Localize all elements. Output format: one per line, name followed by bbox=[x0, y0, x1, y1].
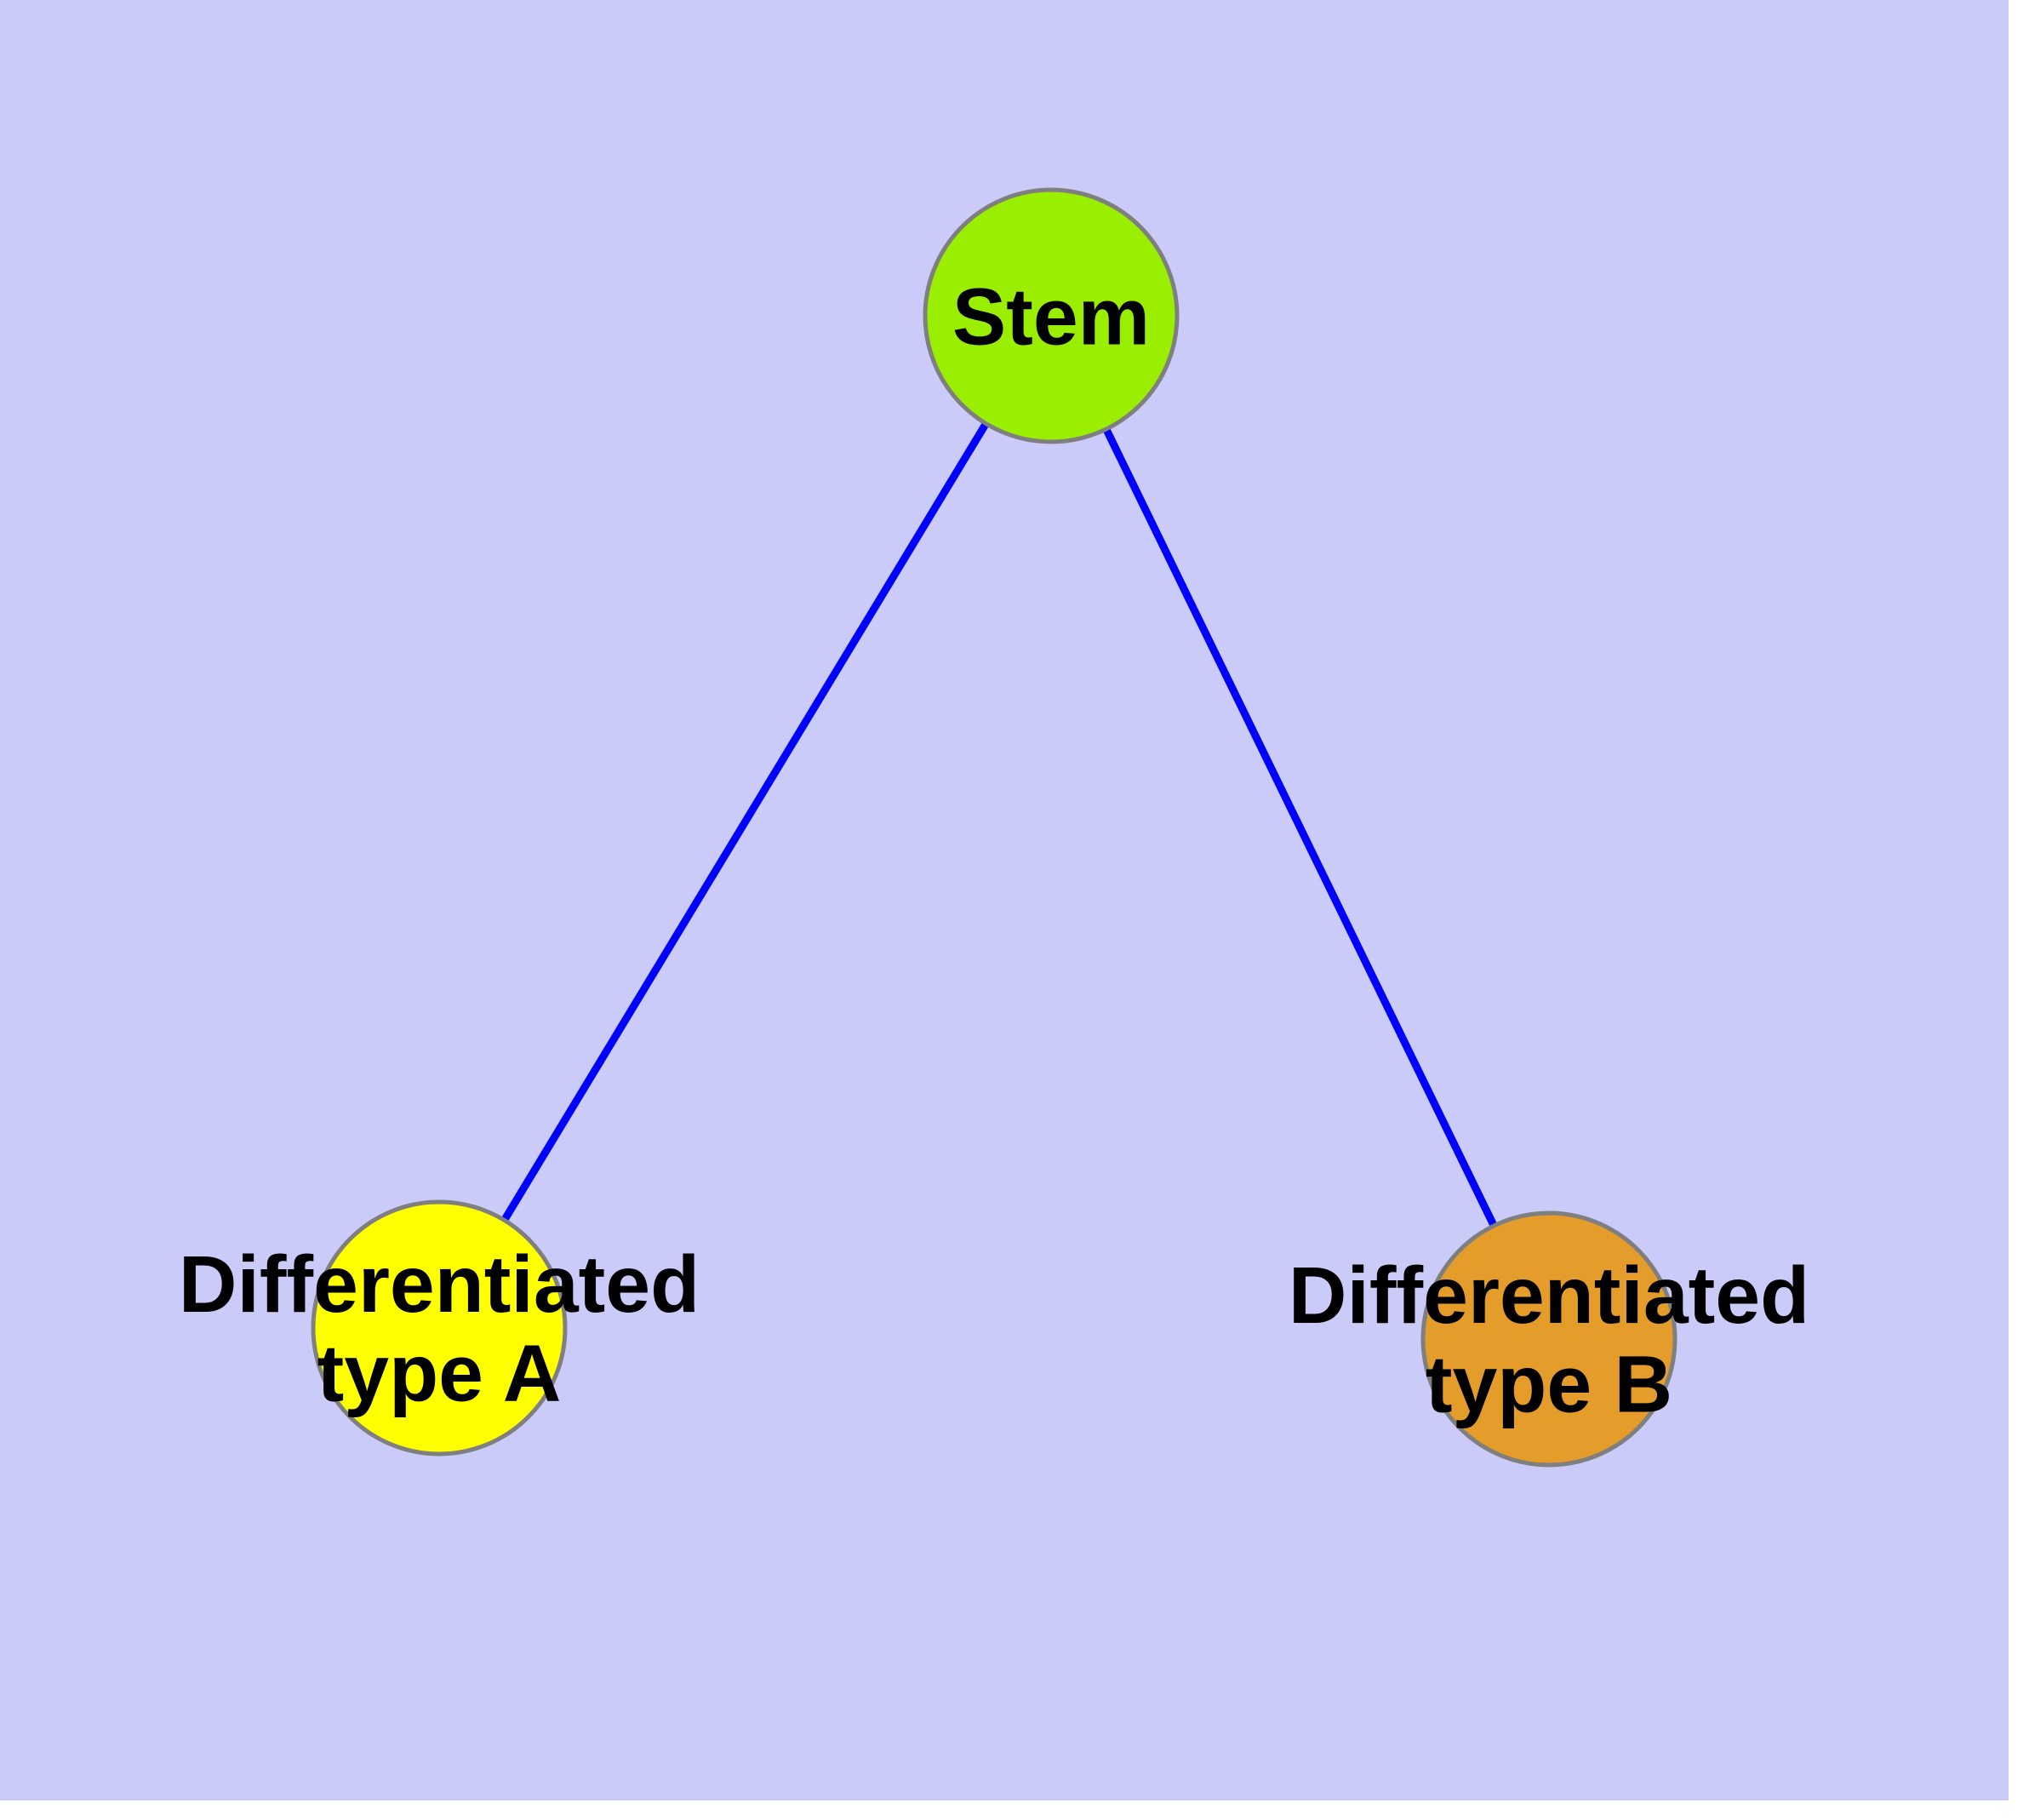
edge-stem-diff-a bbox=[499, 418, 992, 1226]
node-label-line: Stem bbox=[952, 272, 1150, 362]
node-diff_b[interactable] bbox=[1420, 1210, 1677, 1468]
node-label-line: Differentiated bbox=[179, 1239, 700, 1330]
edges-layer bbox=[499, 418, 1500, 1231]
node-label-stem: Stem bbox=[952, 272, 1150, 362]
node-label-line: type B bbox=[1426, 1340, 1672, 1430]
edge-stem-diff-b bbox=[1100, 424, 1500, 1231]
node-stem[interactable] bbox=[923, 187, 1180, 444]
nodes-layer bbox=[311, 187, 1677, 1468]
node-label-line: type A bbox=[317, 1329, 562, 1419]
node-label-line: Differentiated bbox=[1289, 1251, 1809, 1341]
node-diff_a[interactable] bbox=[311, 1199, 568, 1457]
